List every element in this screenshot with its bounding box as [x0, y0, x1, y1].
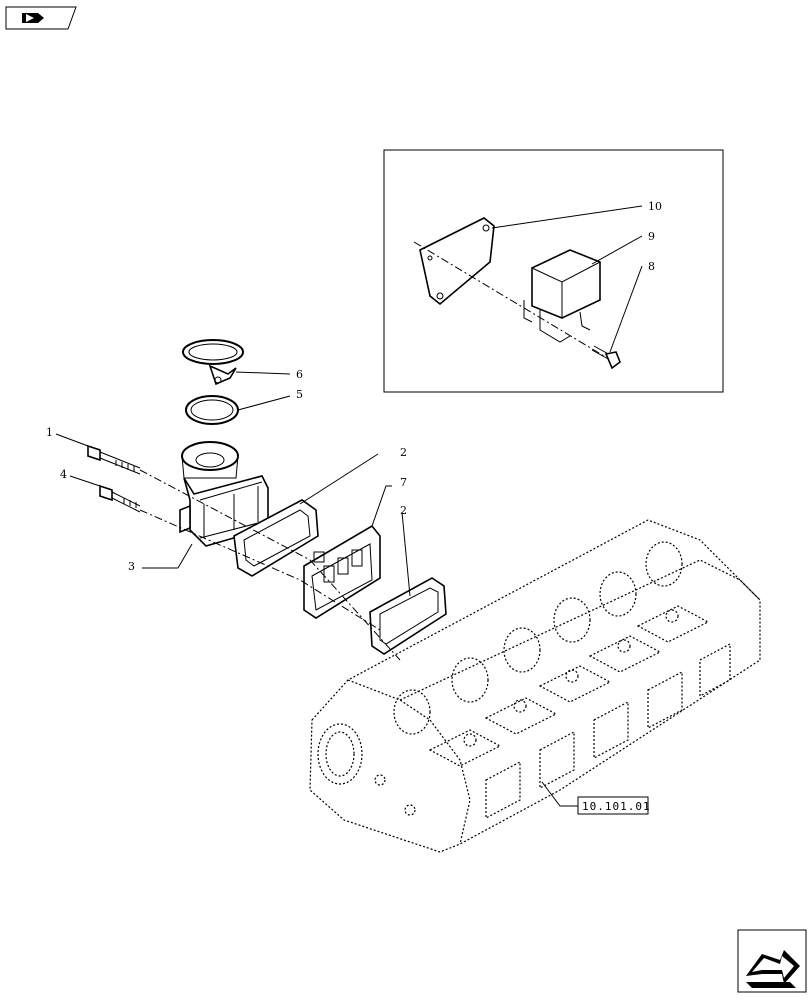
callout-10: 10 [648, 200, 662, 213]
bolt-1 [87, 444, 141, 475]
callout-1: 1 [46, 426, 53, 439]
gasket-2 [369, 577, 447, 655]
valve-cover [303, 485, 392, 619]
bolt-inset [591, 345, 621, 370]
bolt-4 [99, 484, 141, 513]
mounting-plate [419, 217, 495, 306]
callout-3: 3 [128, 560, 135, 573]
next-page-arrow-icon[interactable] [737, 929, 807, 993]
callout-7: 7 [400, 476, 407, 489]
callout-4: 4 [60, 468, 67, 481]
callout-5: 5 [296, 388, 303, 401]
callout-6: 6 [296, 368, 303, 381]
reference-box[interactable] [577, 796, 649, 815]
hose-clamp [182, 339, 244, 386]
callout-2b: 2 [400, 504, 407, 517]
cylinder-head [309, 519, 761, 853]
callout-8: 8 [648, 260, 655, 273]
callout-2a: 2 [400, 446, 407, 459]
relay [523, 249, 601, 343]
book-arrow-icon[interactable] [5, 6, 77, 30]
callout-9: 9 [648, 230, 655, 243]
gasket-1 [233, 499, 319, 577]
reference-label[interactable]: 10.101.01 [582, 800, 651, 813]
inset-frame [383, 149, 724, 393]
